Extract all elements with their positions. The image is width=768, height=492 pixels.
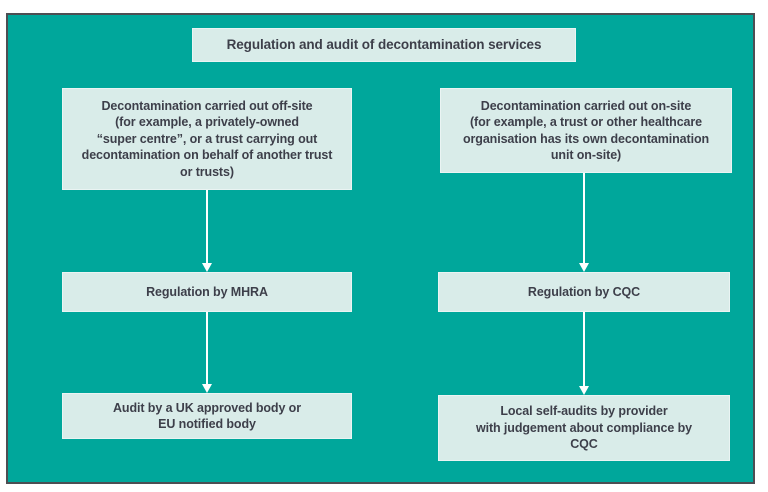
diagram-title-box: Regulation and audit of decontamination …	[192, 28, 576, 62]
onsite-source-box: Decontamination carried out on-site (for…	[440, 88, 732, 173]
arrow-down-icon	[201, 312, 213, 393]
offsite-source-heading: Decontamination carried out off-site	[101, 98, 313, 113]
offsite-source-box: Decontamination carried out off-site (fo…	[62, 88, 352, 190]
offsite-source-body: (for example, a privately-owned “super c…	[81, 115, 333, 179]
arrow-down-icon	[201, 190, 213, 272]
arrow-head	[202, 263, 212, 272]
onsite-regulation-label: Regulation by CQC	[527, 284, 641, 299]
offsite-audit-box: Audit by a UK approved body or EU notifi…	[62, 393, 352, 439]
arrow-shaft	[583, 173, 585, 264]
offsite-audit-label: Audit by a UK approved body or EU notifi…	[113, 400, 301, 432]
onsite-regulation-box: Regulation by CQC	[438, 272, 730, 312]
offsite-regulation-box: Regulation by MHRA	[62, 272, 352, 312]
arrow-head	[579, 386, 589, 395]
arrow-shaft	[583, 312, 585, 387]
diagram-title: Regulation and audit of decontamination …	[226, 36, 542, 52]
onsite-audit-box: Local self-audits by provider with judge…	[438, 395, 730, 461]
arrow-down-icon	[578, 312, 590, 395]
diagram-frame: Regulation and audit of decontamination …	[6, 13, 755, 484]
onsite-source-heading: Decontamination carried out on-site	[480, 98, 692, 113]
arrow-shaft	[206, 312, 208, 385]
onsite-source-body: (for example, a trust or other healthcar…	[462, 115, 710, 162]
arrow-head	[202, 384, 212, 393]
onsite-audit-label: Local self-audits by provider with judge…	[475, 404, 693, 452]
arrow-head	[579, 263, 589, 272]
arrow-shaft	[206, 190, 208, 264]
offsite-regulation-label: Regulation by MHRA	[146, 284, 268, 299]
arrow-down-icon	[578, 173, 590, 272]
